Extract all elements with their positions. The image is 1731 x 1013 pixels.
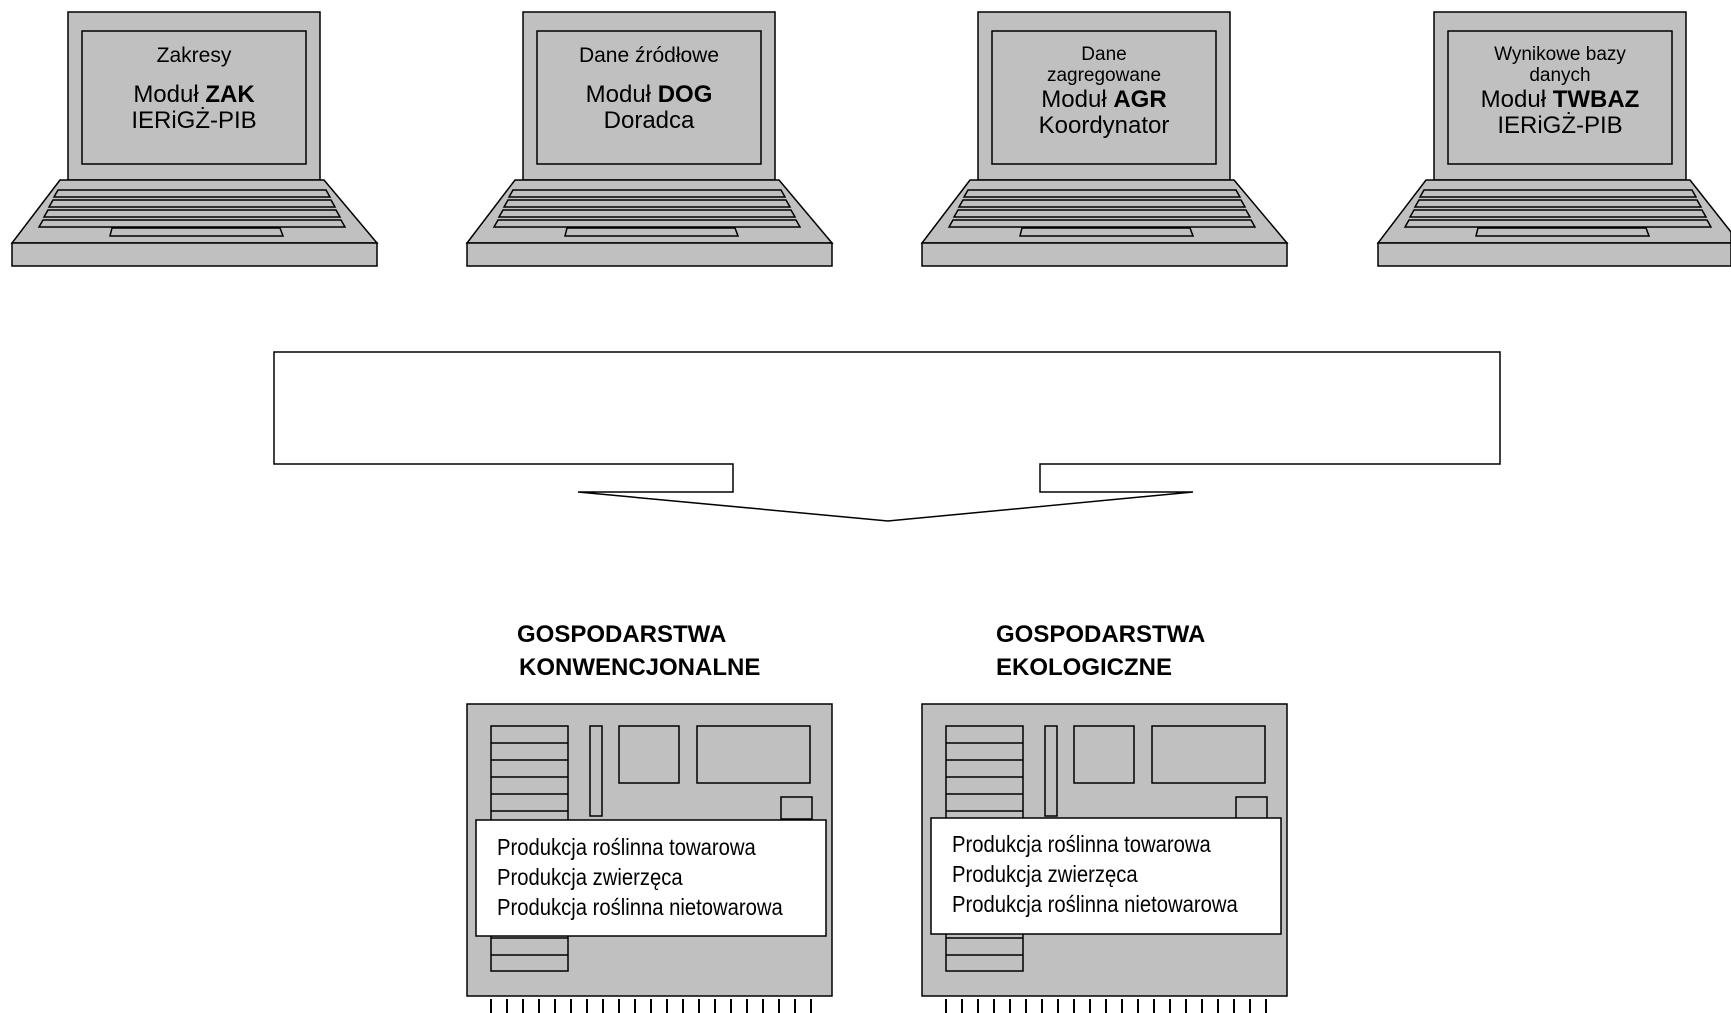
laptop-title: Zakresy xyxy=(156,44,232,67)
farm-title-line2: EKOLOGICZNE xyxy=(996,654,1173,681)
laptop-title-line1: Wynikowe bazy xyxy=(1494,44,1626,65)
laptop-icon-twbaz xyxy=(1376,11,1731,267)
merge-arrow xyxy=(273,351,1501,522)
module-label: Moduł DOG xyxy=(585,80,713,108)
farm-device-icon-ecological xyxy=(921,703,1288,997)
module-owner: IERiGŻ-PIB xyxy=(1497,112,1623,140)
module-owner: Koordynator xyxy=(1038,112,1170,140)
farm-device-connector-pins-2 xyxy=(945,999,1267,1013)
farm-title-ecological: GOSPODARSTWA EKOLOGICZNE xyxy=(996,618,1205,684)
laptop-screen-zak: Zakresy Moduł ZAK IERiGŻ-PIB xyxy=(82,44,306,135)
laptop-icon-zak xyxy=(10,11,379,267)
farm-title-line1: GOSPODARSTWA xyxy=(517,621,727,648)
laptop-screen-dog: Dane źródłowe Moduł DOG Doradca xyxy=(537,44,761,135)
farm-device-connector-pins-1 xyxy=(490,999,812,1013)
production-item: Produkcja zwierzęca xyxy=(497,864,683,890)
module-code: AGR xyxy=(1113,85,1167,113)
farm-device-icon-conventional xyxy=(466,703,833,997)
module-owner: IERiGŻ-PIB xyxy=(131,107,257,135)
module-label: Moduł ZAK xyxy=(133,80,255,108)
laptop-title-line2: zagregowane xyxy=(1046,65,1162,87)
production-item: Produkcja roślinna towarowa xyxy=(952,831,1211,857)
laptop-title-line2: danych xyxy=(1529,65,1591,87)
production-item: Produkcja roślinna towarowa xyxy=(497,834,756,860)
module-owner: Doradca xyxy=(603,107,695,135)
laptop-screen-agr: Dane zagregowane Moduł AGR Koordynator xyxy=(992,44,1216,140)
module-label: Moduł TWBAZ xyxy=(1480,85,1640,113)
farm-title-line1: GOSPODARSTWA xyxy=(996,621,1206,648)
module-label: Moduł AGR xyxy=(1041,85,1167,113)
production-item: Produkcja zwierzęca xyxy=(952,861,1138,887)
module-code: TWBAZ xyxy=(1552,85,1640,113)
laptop-icon-dog xyxy=(465,11,834,267)
laptop-icon-agr xyxy=(920,11,1289,267)
production-list-conventional: Produkcja roślinna towarowa Produkcja zw… xyxy=(497,832,783,922)
farm-title-conventional: GOSPODARSTWA KONWENCJONALNE xyxy=(517,618,760,684)
production-item: Produkcja roślinna nietowarowa xyxy=(497,894,783,920)
laptop-title: Dane źródłowe xyxy=(578,44,720,67)
laptop-title-line1: Dane xyxy=(1081,44,1127,65)
module-code: DOG xyxy=(657,80,713,108)
laptop-screen-twbaz: Wynikowe bazy danych Moduł TWBAZ IERiGŻ-… xyxy=(1448,44,1672,140)
production-list-ecological: Produkcja roślinna towarowa Produkcja zw… xyxy=(952,829,1238,919)
farm-title-line2: KONWENCJONALNE xyxy=(519,654,761,681)
production-item: Produkcja roślinna nietowarowa xyxy=(952,891,1238,917)
module-code: ZAK xyxy=(205,80,255,108)
